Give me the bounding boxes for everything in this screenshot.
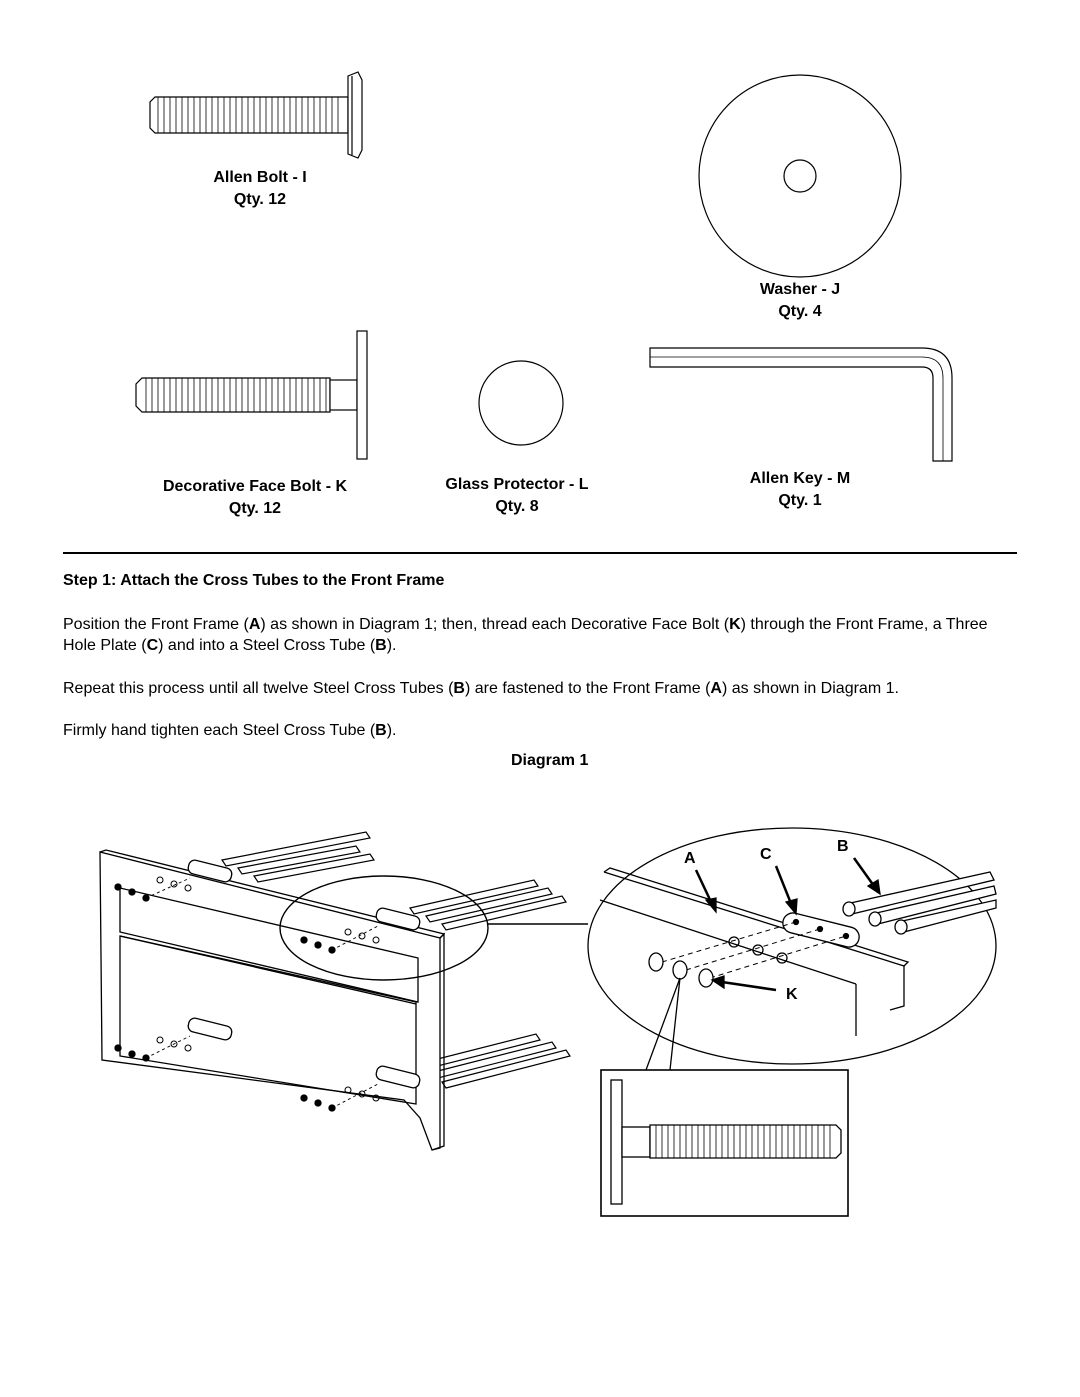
instruction-paragraph-2: Repeat this process until all twelve Ste…	[63, 678, 1023, 699]
callout-b: B	[837, 838, 849, 855]
text: Repeat this process until all twelve Ste…	[63, 680, 454, 697]
step-title: Step 1: Attach the Cross Tubes to the Fr…	[63, 572, 445, 589]
text: ) and into a Steel Cross Tube (	[158, 637, 376, 654]
part-qty: Qty. 1	[778, 492, 822, 509]
allen-bolt-illustration	[149, 71, 363, 159]
instruction-paragraph-3: Firmly hand tighten each Steel Cross Tub…	[63, 720, 1023, 741]
washer-illustration	[698, 74, 902, 278]
part-ref: C	[146, 637, 159, 654]
bolt-inset-illustration	[600, 1069, 849, 1217]
zoom-detail-illustration	[587, 827, 997, 1071]
part-ref: B	[453, 680, 465, 697]
text: Position the Front Frame (	[63, 616, 249, 633]
magnify-ellipse	[279, 875, 489, 981]
part-name: Allen Key - M	[749, 470, 851, 487]
callout-k: K	[786, 986, 798, 1003]
part-ref: B	[375, 722, 387, 739]
part-label-allen-key: Allen Key - M Qty. 1	[720, 468, 880, 512]
glass-protector-illustration	[478, 360, 564, 446]
part-ref: A	[710, 680, 722, 697]
callout-c: C	[760, 846, 772, 863]
part-label-decorative-face-bolt: Decorative Face Bolt - K Qty. 12	[135, 476, 375, 520]
part-ref: K	[729, 616, 741, 633]
instruction-paragraph-1: Position the Front Frame (A) as shown in…	[63, 614, 1023, 656]
text: ) through the Front Frame, a Three Hole …	[63, 616, 988, 654]
part-label-glass-protector: Glass Protector - L Qty. 8	[417, 474, 617, 518]
allen-key-illustration	[649, 347, 953, 462]
decorative-face-bolt-illustration	[135, 330, 368, 460]
part-qty: Qty. 8	[495, 498, 539, 515]
part-ref: A	[248, 616, 261, 633]
part-label-allen-bolt: Allen Bolt - I Qty. 12	[180, 167, 340, 211]
part-name: Glass Protector - L	[445, 476, 589, 493]
part-qty: Qty. 12	[228, 500, 282, 517]
callout-a: A	[684, 850, 696, 867]
part-name: Washer - J	[759, 281, 841, 298]
part-qty: Qty. 4	[778, 303, 822, 320]
text: ) as shown in Diagram 1.	[721, 680, 899, 697]
part-name: Decorative Face Bolt - K	[162, 478, 348, 495]
text: ) are fastened to the Front Frame (	[464, 680, 711, 697]
front-frame-illustration	[99, 831, 571, 1151]
diagram-title: Diagram 1	[511, 752, 589, 769]
section-divider	[63, 552, 1017, 554]
text: Firmly hand tighten each Steel Cross Tub…	[63, 722, 376, 739]
text: ) as shown in Diagram 1; then, thread ea…	[260, 616, 730, 633]
text: ).	[386, 637, 397, 654]
part-qty: Qty. 12	[233, 191, 287, 208]
part-ref: B	[375, 637, 387, 654]
part-name: Allen Bolt - I	[213, 169, 307, 186]
part-label-washer: Washer - J Qty. 4	[720, 279, 880, 323]
text: ).	[386, 722, 397, 739]
